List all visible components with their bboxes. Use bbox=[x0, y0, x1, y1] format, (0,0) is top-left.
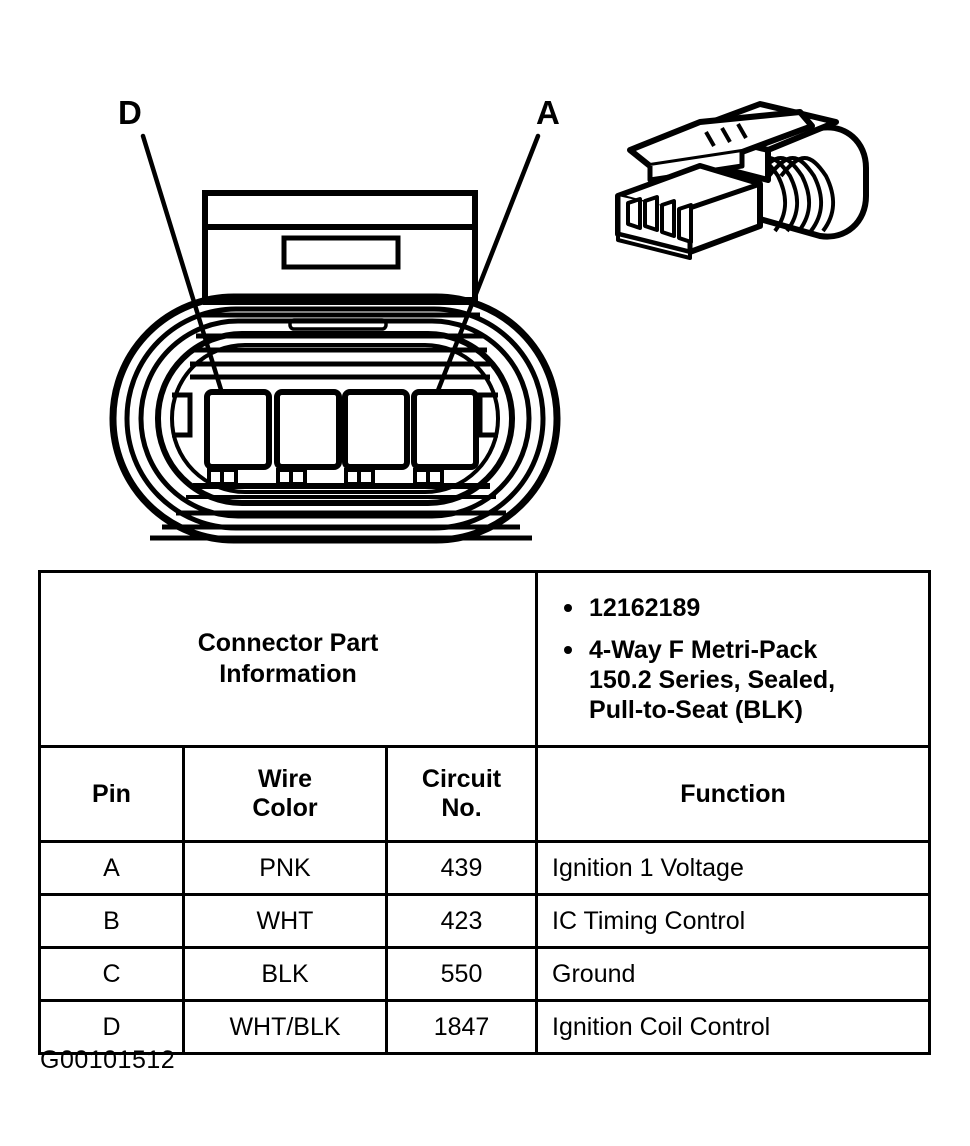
column-header-wire-color: Wire Color bbox=[182, 745, 388, 843]
iso-cavity-slots bbox=[626, 195, 693, 244]
column-header-function-line-1: Function bbox=[680, 779, 786, 808]
lock-tab-3 bbox=[344, 468, 375, 486]
connector-keying-notches bbox=[172, 392, 498, 438]
cell-pin: C bbox=[38, 946, 185, 1002]
part-number: 12162189 bbox=[589, 594, 701, 622]
connector-part-info-label: Connector Part Information bbox=[37, 570, 539, 748]
column-header-pin-line-1: Pin bbox=[92, 779, 131, 808]
illustration-svg bbox=[109, 101, 869, 544]
table-row: A PNK 439 Ignition 1 Voltage bbox=[38, 840, 932, 896]
table-row: C BLK 550 Ground bbox=[38, 946, 932, 1002]
part-info-list: 12162189 4-Way F Metri-Pack 150.2 Series… bbox=[538, 593, 928, 725]
connector-flange-lines bbox=[190, 299, 490, 380]
connector-illustration: D A bbox=[0, 0, 970, 560]
cell-circuit-no: 439 bbox=[384, 840, 539, 896]
info-label-line-2: Information bbox=[219, 660, 357, 688]
connector-part-info-row: Connector Part Information 12162189 4-Wa… bbox=[37, 570, 932, 748]
cell-pin: D bbox=[38, 999, 185, 1055]
terminal-cavity-c bbox=[274, 389, 342, 470]
cell-wire-color: PNK bbox=[182, 840, 388, 896]
connector-isometric-view bbox=[615, 101, 869, 260]
column-header-wire-color-line-2: Color bbox=[252, 794, 318, 822]
table-header-row: Pin Wire Color Circuit No. Function bbox=[38, 745, 932, 843]
connector-pinout-table: Connector Part Information 12162189 4-Wa… bbox=[37, 570, 932, 1055]
column-header-wire-color-line-1: Wire bbox=[258, 765, 312, 793]
cell-function: IC Timing Control bbox=[535, 893, 932, 949]
terminal-cavity-b bbox=[342, 389, 410, 470]
cavity-lock-tabs bbox=[186, 468, 496, 499]
figure-reference-code: G00101512 bbox=[40, 1046, 176, 1074]
part-desc-line-2: 150.2 Series, Sealed, bbox=[589, 666, 836, 694]
lock-tab-2 bbox=[276, 468, 307, 486]
lock-tab-4 bbox=[413, 468, 444, 486]
connector-base-lines bbox=[150, 510, 532, 541]
cell-function: Ignition 1 Voltage bbox=[535, 840, 932, 896]
cell-circuit-no: 550 bbox=[384, 946, 539, 1002]
cell-wire-color: WHT bbox=[182, 893, 388, 949]
callout-label-a: A bbox=[536, 94, 560, 131]
column-header-function: Function bbox=[535, 745, 932, 843]
connector-hood bbox=[202, 190, 478, 303]
column-header-pin: Pin bbox=[38, 745, 185, 843]
part-info-item-description: 4-Way F Metri-Pack 150.2 Series, Sealed,… bbox=[562, 635, 928, 725]
part-desc-line-1: 4-Way F Metri-Pack bbox=[589, 636, 818, 664]
terminal-cavity-a bbox=[411, 389, 479, 470]
lock-tab-1 bbox=[207, 468, 238, 486]
cell-circuit-no: 1847 bbox=[384, 999, 539, 1055]
cell-function: Ignition Coil Control bbox=[535, 999, 932, 1055]
cell-wire-color: WHT/BLK bbox=[182, 999, 388, 1055]
column-header-circuit-no-line-2: No. bbox=[441, 794, 482, 822]
table-row: D WHT/BLK 1847 Ignition Coil Control bbox=[38, 999, 932, 1055]
cell-pin: A bbox=[38, 840, 185, 896]
callout-label-d: D bbox=[118, 94, 142, 131]
part-info-item-number: 12162189 bbox=[562, 593, 928, 623]
part-desc-line-3: Pull-to-Seat (BLK) bbox=[589, 696, 803, 724]
hood-window-slot bbox=[281, 235, 401, 270]
cell-pin: B bbox=[38, 893, 185, 949]
info-label-line-1: Connector Part bbox=[197, 629, 379, 657]
table-row: B WHT 423 IC Timing Control bbox=[38, 893, 932, 949]
cell-wire-color: BLK bbox=[182, 946, 388, 1002]
cell-function: Ground bbox=[535, 946, 932, 1002]
cell-circuit-no: 423 bbox=[384, 893, 539, 949]
connector-part-info-value: 12162189 4-Way F Metri-Pack 150.2 Series… bbox=[535, 570, 932, 748]
terminal-cavities bbox=[204, 389, 479, 470]
terminal-cavity-d bbox=[204, 389, 272, 470]
column-header-circuit-no: Circuit No. bbox=[384, 745, 539, 843]
column-header-circuit-no-line-1: Circuit bbox=[421, 765, 502, 793]
